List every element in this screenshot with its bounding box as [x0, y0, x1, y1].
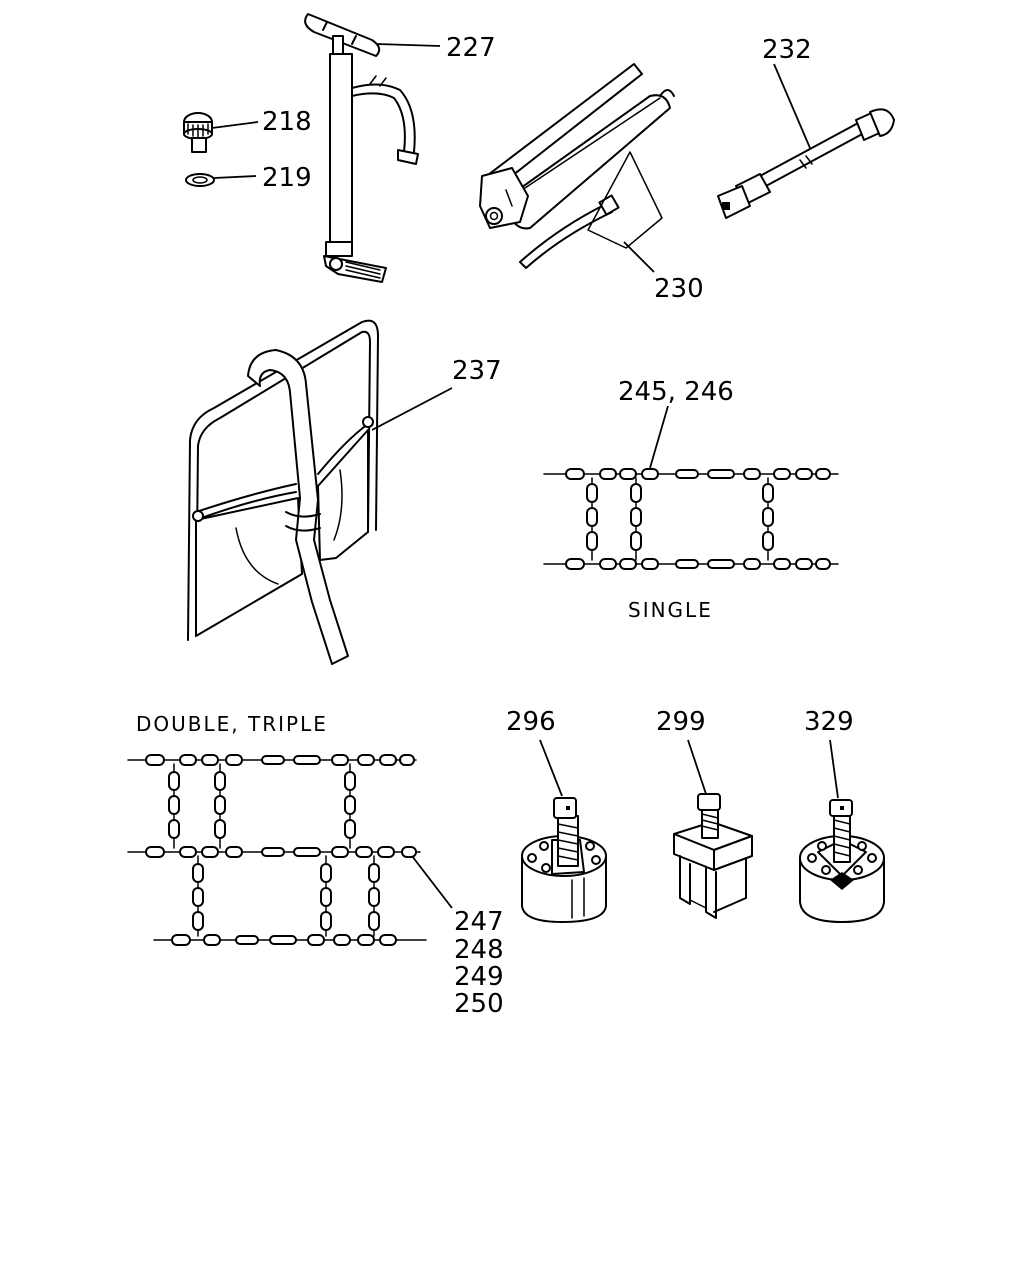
- caption-double-triple: DOUBLE, TRIPLE: [136, 712, 328, 736]
- tire-chain-single: [543, 468, 839, 570]
- puller-296: [521, 797, 607, 923]
- tire-pump: [304, 13, 419, 283]
- label-237: 237: [452, 356, 502, 386]
- label-230: 230: [654, 274, 704, 304]
- label-329: 329: [804, 707, 854, 737]
- grease-gun: [479, 63, 675, 269]
- leader-296: [539, 739, 563, 797]
- puller-299: [673, 793, 753, 919]
- tool-bag: [187, 319, 379, 665]
- puller-329: [799, 799, 885, 923]
- label-249: 249: [454, 962, 504, 992]
- leader-329: [829, 739, 839, 799]
- label-296: 296: [506, 707, 556, 737]
- label-248: 248: [454, 935, 504, 965]
- valve-cap-part: [183, 112, 213, 153]
- label-250: 250: [454, 989, 504, 1019]
- label-219: 219: [262, 163, 312, 193]
- label-232: 232: [762, 35, 812, 65]
- label-218: 218: [262, 107, 312, 137]
- grease-hose: [717, 108, 895, 219]
- tire-chain-double-triple: [127, 754, 427, 946]
- leader-299: [687, 739, 707, 795]
- leader-237: [371, 387, 453, 431]
- leader-230: [623, 241, 655, 273]
- leader-219: [213, 175, 257, 179]
- leader-232: [773, 63, 811, 149]
- washer-part: [185, 173, 215, 187]
- label-299: 299: [656, 707, 706, 737]
- leader-245-246: [649, 405, 669, 469]
- label-227: 227: [446, 33, 496, 63]
- leader-227: [375, 43, 441, 47]
- leader-247-250: [411, 855, 453, 909]
- leader-218: [211, 121, 259, 129]
- label-245-246: 245, 246: [618, 377, 734, 407]
- caption-single: SINGLE: [628, 598, 713, 622]
- label-247: 247: [454, 907, 504, 937]
